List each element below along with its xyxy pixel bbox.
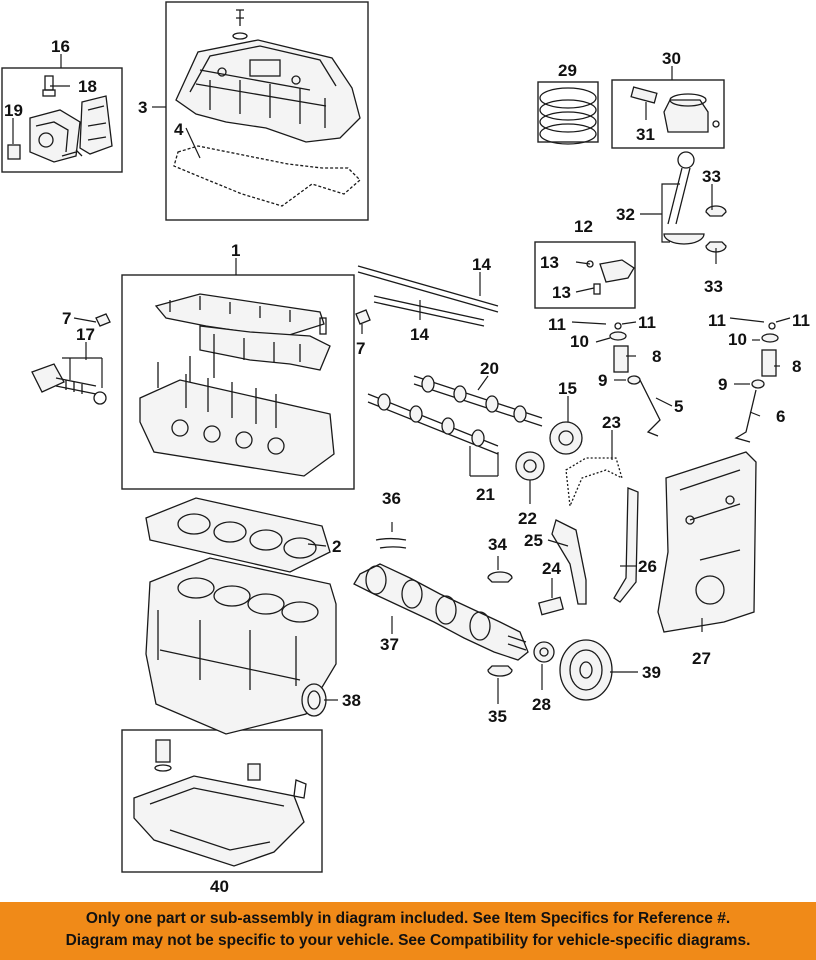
- crank-sensor-drawing: [538, 596, 564, 616]
- callout-33b: 33: [704, 277, 723, 296]
- callout-1: 1: [231, 241, 240, 260]
- oil-seal-drawing: [301, 683, 327, 717]
- piston-rings-drawing: [537, 81, 599, 145]
- callout-31: 31: [636, 125, 655, 144]
- oil-pan-drawing: [133, 739, 307, 867]
- callout-14a: 14: [472, 255, 491, 274]
- connecting-rod-drawing: [663, 151, 727, 253]
- plug-drawing: [95, 309, 371, 327]
- rocker-arm-box: [534, 241, 636, 309]
- timing-chain-drawing: [551, 457, 639, 605]
- disclaimer-line-2: Diagram may not be specific to your vehi…: [65, 932, 751, 949]
- rocker-arm-drawing: [586, 259, 635, 295]
- cam-sprocket-drawing: [515, 421, 583, 481]
- callout-4: 4: [174, 120, 184, 139]
- callout-37: 37: [380, 635, 399, 654]
- valve-drawing: [609, 322, 779, 443]
- callout-3: 3: [138, 98, 147, 117]
- callout-32: 32: [616, 205, 635, 224]
- callout-39: 39: [642, 663, 661, 682]
- callout-6: 6: [776, 407, 785, 426]
- piston-drawing: [611, 79, 725, 149]
- valve-cover-gasket-drawing: [173, 145, 361, 207]
- disclaimer-line-1: Only one part or sub-assembly in diagram…: [85, 910, 731, 927]
- rocker-shaft-drawing: [357, 265, 499, 327]
- callout-25: 25: [524, 531, 543, 550]
- callout-19: 19: [4, 101, 23, 120]
- callout-30: 30: [662, 49, 681, 68]
- callout-34: 34: [488, 535, 507, 554]
- callout-12: 12: [574, 217, 593, 236]
- oil-control-valve-drawing: [31, 363, 107, 405]
- camshaft-drawing: [367, 375, 543, 455]
- callout-28: 28: [532, 695, 551, 714]
- valve-cover-box: [165, 1, 369, 221]
- callout-13a: 13: [540, 253, 559, 272]
- callout-21: 21: [476, 485, 495, 504]
- head-gasket-drawing: [145, 497, 331, 573]
- callout-9b: 9: [718, 375, 727, 394]
- valve-timing-assembly-box: [1, 67, 123, 173]
- callout-13b: 13: [552, 283, 571, 302]
- callout-27: 27: [692, 649, 711, 668]
- crankshaft-drawing: [353, 538, 529, 677]
- callout-22: 22: [518, 509, 537, 528]
- callout-11d: 11: [792, 311, 810, 330]
- callout-14b: 14: [410, 325, 429, 344]
- callout-23: 23: [602, 413, 621, 432]
- callout-2: 2: [332, 537, 341, 556]
- cylinder-head-box: [121, 274, 355, 490]
- callout-24: 24: [542, 559, 561, 578]
- valve-cover-drawing: [175, 9, 361, 143]
- callout-labels: 16 18 19 3 4 29 30 31 32 33 33 12 13 13 …: [4, 37, 810, 896]
- callout-35: 35: [488, 707, 507, 726]
- callout-10a: 10: [570, 332, 589, 351]
- leader-lines: [12, 54, 791, 704]
- callout-7b: 7: [356, 339, 365, 358]
- callout-15: 15: [558, 379, 577, 398]
- callout-7a: 7: [62, 309, 71, 328]
- callout-8a: 8: [652, 347, 661, 366]
- engine-block-drawing: [145, 557, 337, 735]
- callout-11c: 11: [708, 311, 726, 330]
- callout-11a: 11: [548, 315, 566, 334]
- callout-8b: 8: [792, 357, 801, 376]
- callout-11b: 11: [638, 313, 656, 332]
- callout-5: 5: [674, 397, 683, 416]
- disclaimer-banner: Only one part or sub-assembly in diagram…: [0, 902, 816, 960]
- callout-20: 20: [480, 359, 499, 378]
- callout-36: 36: [382, 489, 401, 508]
- cylinder-head-drawing: [139, 293, 335, 477]
- timing-cover-drawing: [657, 451, 757, 633]
- callout-33a: 33: [702, 167, 721, 186]
- callout-18: 18: [78, 77, 97, 96]
- callout-17: 17: [76, 325, 95, 344]
- vtc-solenoid-drawing: [7, 75, 113, 163]
- crank-pulley-drawing: [533, 639, 613, 701]
- callout-16: 16: [51, 37, 70, 56]
- callout-26: 26: [638, 557, 657, 576]
- callout-38: 38: [342, 691, 361, 710]
- callout-29: 29: [558, 61, 577, 80]
- callout-40: 40: [210, 877, 229, 896]
- callout-9a: 9: [598, 371, 607, 390]
- callout-10b: 10: [728, 330, 747, 349]
